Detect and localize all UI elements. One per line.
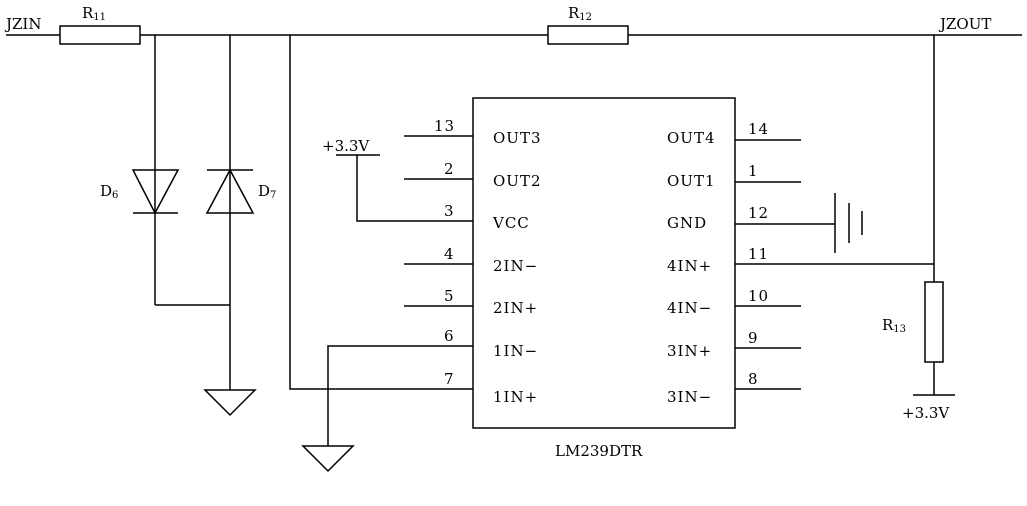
d6-label: D6 <box>100 182 118 201</box>
ic-pin: 13 OUT3 <box>404 117 542 147</box>
resistor-r13 <box>924 281 944 363</box>
pin-number: 5 <box>444 287 455 305</box>
pin-name: 3IN− <box>667 388 712 406</box>
ic-pin: 6 1IN− <box>444 327 538 360</box>
ic-pin: 1 OUT1 <box>667 162 801 190</box>
pin-name: 2IN− <box>493 257 538 275</box>
resistor-r12 <box>547 25 629 45</box>
ic-pin: 11 4IN+ <box>667 245 934 275</box>
pin-number: 13 <box>434 117 455 135</box>
pin-number: 11 <box>748 245 769 263</box>
r11-label: R11 <box>82 4 106 23</box>
ic-pin: 9 3IN+ <box>667 329 801 360</box>
pin-name: OUT2 <box>493 172 542 190</box>
ic-pin: 7 1IN+ <box>444 370 538 406</box>
chip-label: LM239DTR <box>555 442 643 460</box>
ic-pin: 3 VCC <box>404 202 530 232</box>
diode-d6 <box>131 169 180 215</box>
pin-number: 2 <box>444 160 455 178</box>
pin-name: 4IN+ <box>667 257 712 275</box>
pin7-wire <box>289 35 473 390</box>
r12-label: R12 <box>568 4 592 23</box>
jzout-label: JZOUT <box>938 15 991 33</box>
diode-d7 <box>205 168 255 214</box>
pin-number: 1 <box>748 162 759 180</box>
r13-supply-label: +3.3V <box>902 404 950 422</box>
pin-number: 14 <box>748 120 769 138</box>
pin-number: 6 <box>444 327 455 345</box>
pin-name: 3IN+ <box>667 342 712 360</box>
jzin-label: JZIN <box>4 15 42 33</box>
pin-name: OUT3 <box>493 129 542 147</box>
ic-lm239dtr <box>472 97 736 429</box>
ground-icon <box>301 445 355 473</box>
ic-pin: 5 2IN+ <box>404 287 538 317</box>
ground-icon <box>203 389 257 417</box>
pin-name: 1IN+ <box>493 388 538 406</box>
pin-number: 10 <box>748 287 769 305</box>
pin-name: 1IN− <box>493 342 538 360</box>
ic-pin: 14 OUT4 <box>667 120 801 147</box>
pin-number: 7 <box>444 370 455 388</box>
pin-number: 4 <box>444 245 455 263</box>
pin-name: OUT4 <box>667 129 716 147</box>
pin-name: OUT1 <box>667 172 716 190</box>
pin-name: 2IN+ <box>493 299 538 317</box>
d7-label: D7 <box>258 182 276 201</box>
ic-left-pins: 13 OUT3 2 OUT2 3 VCC 4 2IN− 5 2IN+ 6 1IN… <box>404 117 542 406</box>
vcc-supply-label: +3.3V <box>322 137 370 155</box>
vcc-wire <box>356 155 404 222</box>
ic-pin: 8 3IN− <box>667 370 801 406</box>
resistor-r11 <box>59 25 141 45</box>
pin-number: 9 <box>748 329 759 347</box>
pin-name: VCC <box>492 214 530 232</box>
pin-name: GND <box>667 214 707 232</box>
pin-number: 12 <box>748 204 769 222</box>
pin6-wire <box>327 345 473 446</box>
ic-pin: 10 4IN− <box>667 287 801 317</box>
ic-pin: 12 GND <box>667 204 835 232</box>
pin-name: 4IN− <box>667 299 712 317</box>
ic-pin: 2 OUT2 <box>404 160 542 190</box>
pin-number: 8 <box>748 370 759 388</box>
ic-pin: 4 2IN− <box>404 245 538 275</box>
ic-right-pins: 14 OUT4 1 OUT1 12 GND 11 4IN+ 10 4IN− 9 … <box>667 120 934 406</box>
r13-label: R13 <box>882 316 906 335</box>
pin-number: 3 <box>444 202 455 220</box>
